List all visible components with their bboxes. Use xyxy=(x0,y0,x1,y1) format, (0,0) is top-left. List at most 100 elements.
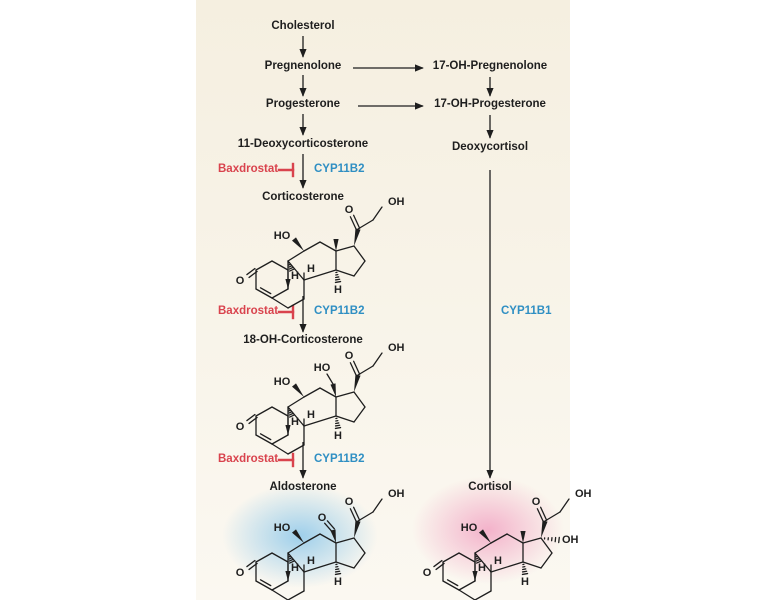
hydrogen-hashed xyxy=(287,409,292,412)
ring-bond xyxy=(287,542,305,554)
compound-18-oh-corticosterone: 18-OH-Corticosterone xyxy=(243,334,363,346)
compound-17-oh-pregnenolone: 17-OH-Pregnenolone xyxy=(432,60,548,72)
ring-bond xyxy=(353,406,366,423)
side-chain-bond xyxy=(559,498,570,513)
hydrogen-label: H xyxy=(307,555,315,567)
hydrogen-hashed xyxy=(334,570,341,573)
hydroxyl-wedge xyxy=(479,529,491,543)
ring-bond xyxy=(522,537,542,544)
side-chain-oxygen: O xyxy=(345,350,354,362)
hydrogen-label: H xyxy=(291,270,299,282)
side-chain-hydroxyl: OH xyxy=(388,196,405,208)
hydrogen-hashed xyxy=(335,276,340,279)
ring-bond xyxy=(540,552,553,569)
ring-bond xyxy=(353,260,366,277)
hydrogen-hashed xyxy=(475,558,481,562)
ketone-bond xyxy=(246,413,256,422)
hydroxymethyl-bond xyxy=(326,373,334,385)
side-chain-wedge xyxy=(354,228,361,246)
inhibition-mark-3 xyxy=(277,452,295,468)
ketone-bond xyxy=(433,559,443,568)
ring-bond xyxy=(335,537,355,544)
hydrogen-hashed xyxy=(334,278,341,281)
hydrogen-hashed xyxy=(474,555,479,558)
inhibition-marks xyxy=(277,162,295,468)
ring-bond xyxy=(303,241,321,252)
ring-bond xyxy=(303,387,321,398)
inhibition-mark-1 xyxy=(277,162,295,178)
ring-bond xyxy=(271,297,289,309)
aldehyde-bond xyxy=(326,520,336,530)
hydroxyl-label: OH xyxy=(562,534,579,546)
ring-double-bond xyxy=(259,433,272,441)
ring-bond xyxy=(319,387,337,398)
side-chain-bond xyxy=(372,206,383,221)
ketone-bond xyxy=(435,562,445,571)
hydrogen-hashed xyxy=(522,568,527,571)
hydrogen-hashed xyxy=(475,560,483,564)
ring-double-bond xyxy=(446,579,459,587)
methyl-wedge xyxy=(285,279,291,289)
ring-bond xyxy=(287,396,305,408)
hydrogen-label: H xyxy=(291,562,299,574)
hydroxyl-label: HO xyxy=(274,230,291,242)
side-chain-bond xyxy=(357,365,374,376)
side-chain-bond xyxy=(357,511,374,522)
methyl-wedge xyxy=(285,571,291,581)
hydrogen-hashed xyxy=(335,568,340,571)
hydroxyl-label: HO xyxy=(461,522,478,534)
hydrogen-label: H xyxy=(334,284,342,296)
inhibitor-label-1: Baxdrostat xyxy=(218,163,279,175)
hydrogen-label: H xyxy=(291,416,299,428)
methyl-wedge xyxy=(333,239,339,251)
ring-bond xyxy=(255,406,273,417)
side-chain-ketone xyxy=(536,508,545,523)
side-chain-ketone xyxy=(352,360,361,375)
compound-aldosterone: Aldosterone xyxy=(269,481,337,493)
ring-bond xyxy=(303,533,321,544)
ring-double-bond xyxy=(259,579,272,587)
ketone-bond xyxy=(248,270,258,279)
hydrogen-label: H xyxy=(478,562,486,574)
ketone-bond xyxy=(248,416,258,425)
ring-bond xyxy=(255,434,273,445)
ring-bond xyxy=(271,443,289,455)
ring-bond xyxy=(490,561,524,573)
hydroxyl-label: HO xyxy=(274,522,291,534)
side-chain-bond xyxy=(372,498,383,513)
ring-bond xyxy=(287,250,305,262)
ring-bond xyxy=(353,391,366,408)
enzyme-label-cyp11b1: CYP11B1 xyxy=(501,305,552,317)
hydrogen-hashed xyxy=(288,558,294,562)
ring-bond xyxy=(255,260,273,271)
methyl-wedge xyxy=(285,425,291,435)
enzyme-label-cyp11b2-3: CYP11B2 xyxy=(314,453,365,465)
side-chain-bond xyxy=(372,352,383,367)
ring-bond xyxy=(474,542,492,554)
hydrogen-hashed xyxy=(475,557,480,560)
ring-bond xyxy=(353,245,366,262)
aldosterone-glow xyxy=(222,484,378,588)
enzyme-label-cyp11b2-1: CYP11B2 xyxy=(314,163,365,175)
ring-bond xyxy=(442,552,460,563)
compound-17-oh-progesterone: 17-OH-Progesterone xyxy=(434,98,546,110)
ketone-oxygen: O xyxy=(236,275,245,287)
hydroxyl-label: HO xyxy=(274,376,291,388)
hydrogen-hashed xyxy=(334,424,341,427)
hydrogen-hashed xyxy=(287,263,292,266)
hydrogen-label: H xyxy=(307,409,315,421)
enzyme-label-cyp11b2-2: CYP11B2 xyxy=(314,305,365,317)
methyl-wedge xyxy=(330,383,336,397)
ring-bond xyxy=(506,533,524,544)
ring-bond xyxy=(319,241,337,252)
hydrogen-hashed xyxy=(288,412,294,416)
inhibitor-label-3: Baxdrostat xyxy=(218,453,279,465)
side-chain-wedge xyxy=(354,520,361,538)
side-chain-hydroxyl: OH xyxy=(575,488,592,500)
hydrogen-hashed xyxy=(288,414,296,418)
ring-bond xyxy=(271,288,289,299)
methyl-wedge xyxy=(330,529,336,543)
ketone-oxygen: O xyxy=(236,567,245,579)
hydrogen-hashed xyxy=(334,426,342,430)
ring-bond xyxy=(490,533,508,544)
